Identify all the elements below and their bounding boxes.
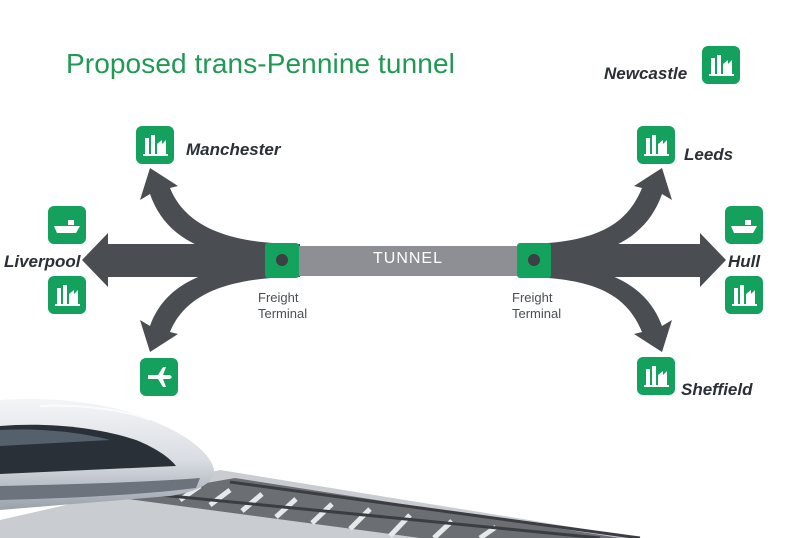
city-label-hull: Hull [728, 252, 761, 271]
tunnel-label: TUNNEL [372, 250, 443, 267]
freight-terminal-left-line2: Terminal [258, 306, 308, 321]
city-label-sheffield: Sheffield [681, 380, 753, 399]
factory-icon [136, 126, 174, 164]
city-label-newcastle: Newcastle [604, 64, 688, 83]
ship-icon [725, 206, 763, 244]
freight-terminal-left-line1: Freight [258, 290, 299, 305]
factory-icon [637, 357, 675, 395]
freight-terminal-right-label: Freight Terminal [512, 290, 561, 322]
diagram-title: Proposed trans-Pennine tunnel [66, 48, 455, 79]
factory-icon [48, 276, 86, 314]
city-label-manchester: Manchester [186, 140, 281, 159]
factory-icon [702, 46, 740, 84]
tunnel-bar [282, 246, 534, 276]
freight-terminal-right-line1: Freight [512, 290, 553, 305]
right-arrow-bundle [520, 168, 726, 352]
airplane-icon [140, 358, 178, 396]
freight-terminal-left-label: Freight Terminal [258, 290, 307, 322]
factory-icon [637, 126, 675, 164]
freight-terminal-right-marker [517, 243, 551, 278]
city-label-liverpool: Liverpool [4, 252, 81, 271]
freight-terminal-left-marker [265, 243, 299, 278]
ship-icon [48, 206, 86, 244]
city-label-leeds: Leeds [684, 145, 734, 164]
high-speed-train-image [0, 399, 214, 510]
factory-icon [725, 276, 763, 314]
freight-terminal-right-line2: Terminal [512, 306, 562, 321]
